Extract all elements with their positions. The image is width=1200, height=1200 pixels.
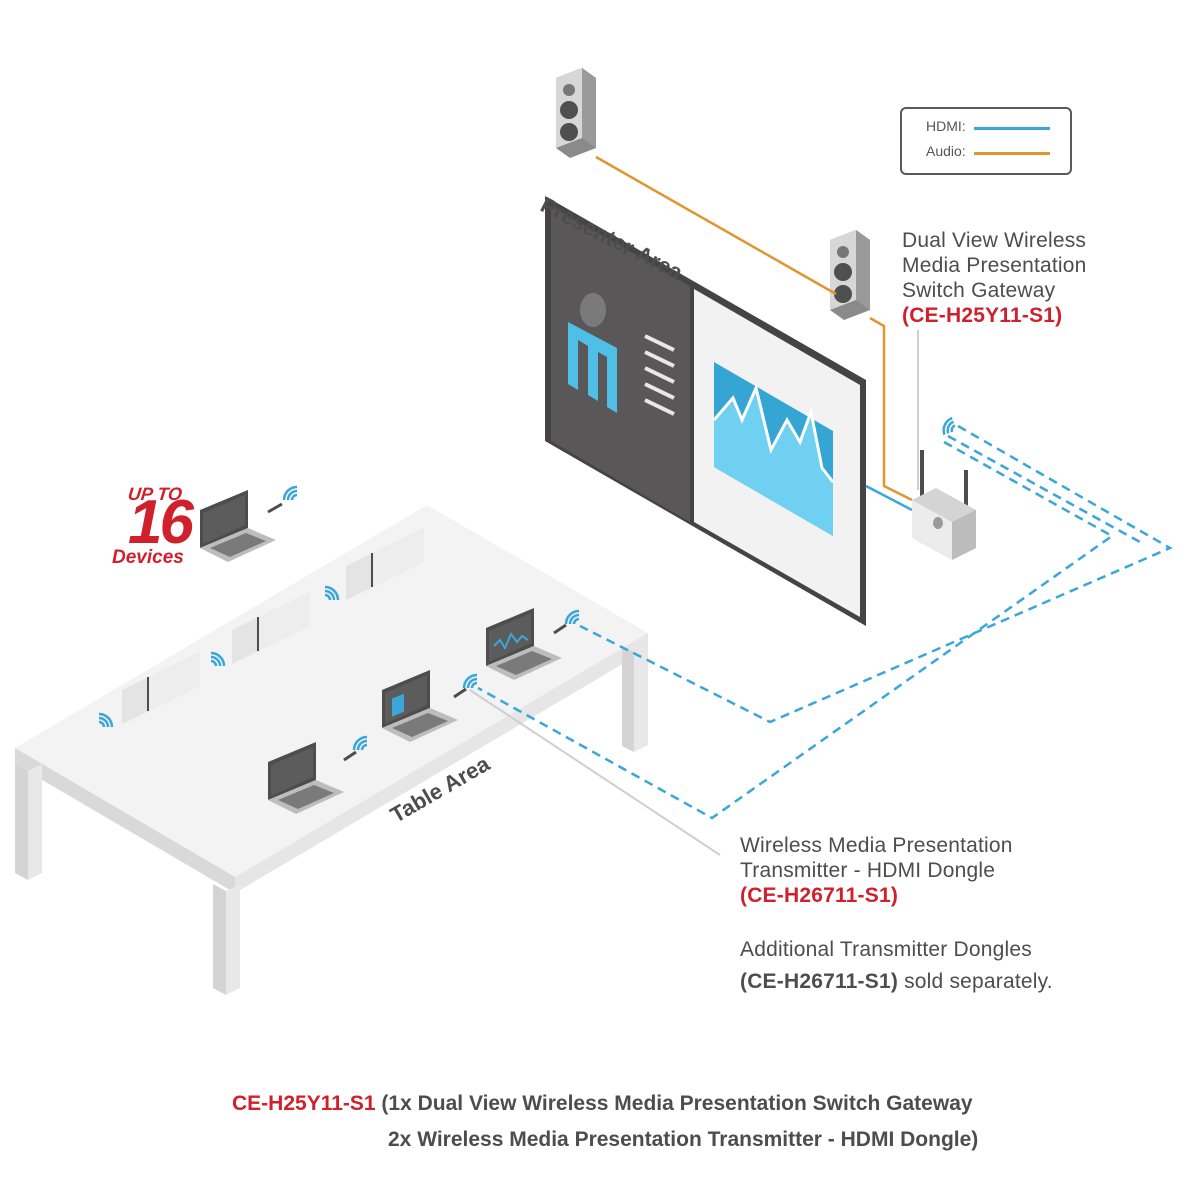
footer-model: CE-H25Y11-S1: [232, 1092, 376, 1115]
dongle-line1: Wireless Media Presentation: [740, 834, 1013, 857]
conference-table: [15, 505, 648, 995]
additional-suffix: sold separately.: [898, 970, 1053, 993]
legend-audio-swatch: [974, 152, 1050, 155]
hdmi-cable: [865, 484, 913, 512]
legend-hdmi-swatch: [974, 127, 1050, 130]
display-screen: [545, 196, 866, 626]
leader-lines: [469, 330, 919, 856]
gateway-line3: Switch Gateway: [902, 279, 1056, 302]
laptops-near-row: [268, 608, 581, 814]
laptops-far-row: [97, 528, 424, 729]
gateway-line1: Dual View Wireless: [902, 229, 1087, 252]
footer-line2: 2x Wireless Media Presentation Transmitt…: [388, 1128, 979, 1151]
gateway-model: (CE-H25Y11-S1): [902, 304, 1063, 327]
audio-cables: [595, 155, 913, 502]
dongle-model: (CE-H26711-S1): [740, 884, 899, 907]
additional-line1: Additional Transmitter Dongles: [740, 938, 1032, 961]
legend-hdmi-label: HDMI:: [926, 118, 966, 134]
legend: HDMI: Audio:: [900, 107, 1072, 175]
additional-callout: Additional Transmitter Dongles (CE-H2671…: [740, 934, 1053, 998]
gateway-device: [912, 416, 976, 560]
legend-audio-label: Audio:: [926, 143, 966, 159]
badge-laptop: [200, 485, 299, 562]
additional-model: (CE-H26711-S1): [740, 970, 899, 993]
gateway-callout: Dual View Wireless Media Presentation Sw…: [902, 228, 1087, 328]
wireless-paths: [477, 424, 1173, 820]
footer-line1: CE-H25Y11-S1 (1x Dual View Wireless Medi…: [232, 1092, 973, 1116]
gateway-line2: Media Presentation: [902, 254, 1087, 277]
dongle-line2: Transmitter - HDMI Dongle: [740, 859, 996, 882]
badge-suffix: Devices: [112, 547, 184, 568]
dongle-callout: Wireless Media Presentation Transmitter …: [740, 833, 1013, 908]
footer-line1-text: (1x Dual View Wireless Media Presentatio…: [375, 1092, 973, 1115]
badge-count: 16: [128, 488, 194, 557]
